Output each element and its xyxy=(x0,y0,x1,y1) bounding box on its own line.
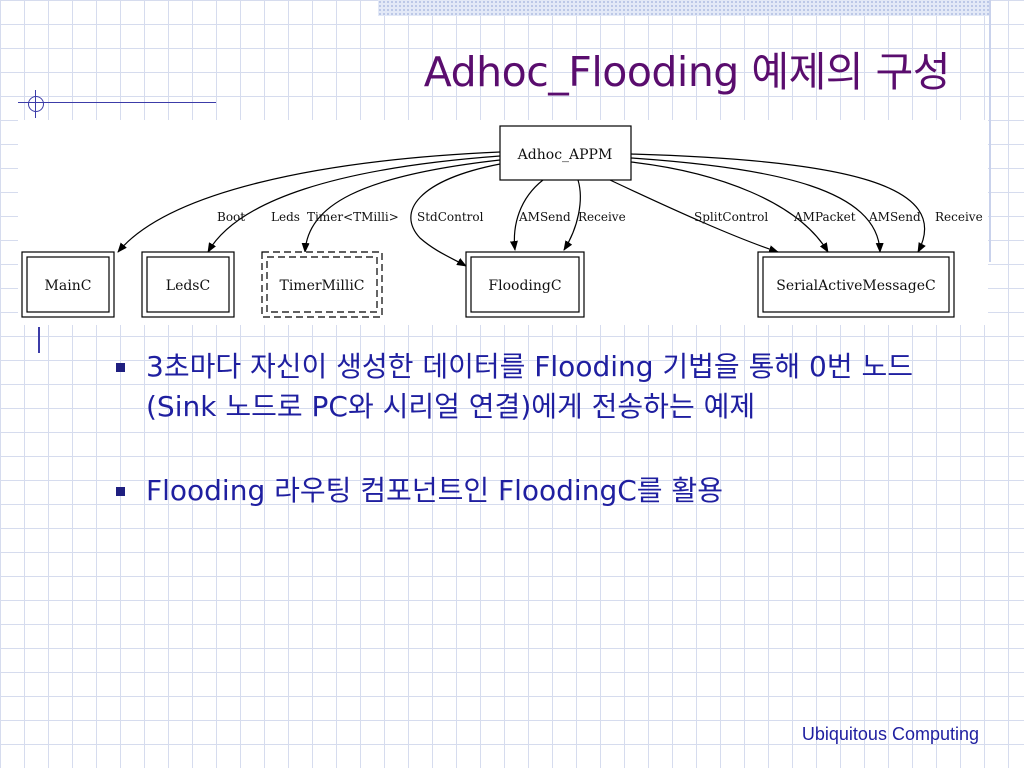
edge-amsend2 xyxy=(630,157,884,253)
edge-receive2 xyxy=(630,153,926,253)
node-floodingc: FloodingC xyxy=(465,251,585,318)
edge-label-amsend2: AMSend xyxy=(868,210,921,224)
edge-receive1 xyxy=(563,179,581,251)
decoration-vertical-line xyxy=(35,90,36,118)
bullet-marker xyxy=(116,363,125,372)
edge-amsend1 xyxy=(509,179,544,251)
component-diagram-svg: Boot Leds Timer<TMilli> StdControl AMSen… xyxy=(21,125,983,318)
footer-text: Ubiquitous Computing xyxy=(801,724,979,744)
node-label-mainc: MainC xyxy=(45,278,92,294)
edge-label-ampacket: AMPacket xyxy=(793,210,856,224)
node-serialactivemessagec: SerialActiveMessageC xyxy=(757,251,955,318)
edge-boot xyxy=(117,151,501,253)
bullet-list: 3초마다 자신이 생성한 데이터를 Flooding 기법을 통해 0번 노드(… xyxy=(110,347,930,511)
component-diagram: Boot Leds Timer<TMilli> StdControl AMSen… xyxy=(18,120,988,325)
edge-label-receive1: Receive xyxy=(578,210,626,224)
edge-label-leds: Leds xyxy=(271,210,300,224)
top-decoration-band xyxy=(378,0,990,16)
edge-label-splitcontrol: SplitControl xyxy=(694,210,768,224)
decoration-horizontal-line xyxy=(18,102,216,103)
node-ledsc: LedsC xyxy=(141,251,235,318)
node-adhoc-appm: Adhoc_APPM xyxy=(499,125,632,181)
slide-title: Adhoc_Flooding 예제의 구성 xyxy=(423,48,951,96)
edge-splitcontrol xyxy=(609,179,779,253)
edge-label-boot: Boot xyxy=(217,210,245,224)
decoration-circle xyxy=(28,96,44,112)
right-decoration-rule xyxy=(989,0,991,262)
edge-label-timer: Timer<TMilli> xyxy=(307,210,399,224)
node-label-timermillic: TimerMilliC xyxy=(279,278,364,294)
edge-label-receive2: Receive xyxy=(935,210,983,224)
edge-label-stdcontrol: StdControl xyxy=(417,210,484,224)
edge-stdcontrol xyxy=(410,163,501,267)
edge-label-amsend1: AMSend xyxy=(518,210,571,224)
node-mainc: MainC xyxy=(21,251,115,318)
bullet-text: 3초마다 자신이 생성한 데이터를 Flooding 기법을 통해 0번 노드(… xyxy=(146,350,914,423)
bullet-text: Flooding 라우팅 컴포넌트인 FloodingC를 활용 xyxy=(146,474,723,507)
bullet-item: 3초마다 자신이 생성한 데이터를 Flooding 기법을 통해 0번 노드(… xyxy=(110,347,930,427)
node-label-floodingc: FloodingC xyxy=(488,278,561,294)
edge-ampacket xyxy=(630,161,829,253)
node-label-adhoc-appm: Adhoc_APPM xyxy=(517,147,613,163)
edge-leds xyxy=(207,155,501,253)
node-label-ledsc: LedsC xyxy=(166,278,210,294)
edge-timer xyxy=(301,159,501,253)
decoration-vertical-mark xyxy=(38,327,40,353)
bullet-marker xyxy=(116,487,125,496)
node-timermillic: TimerMilliC xyxy=(261,251,383,318)
bullet-item: Flooding 라우팅 컴포넌트인 FloodingC를 활용 xyxy=(110,471,930,511)
node-label-serialactivemessagec: SerialActiveMessageC xyxy=(776,278,935,294)
